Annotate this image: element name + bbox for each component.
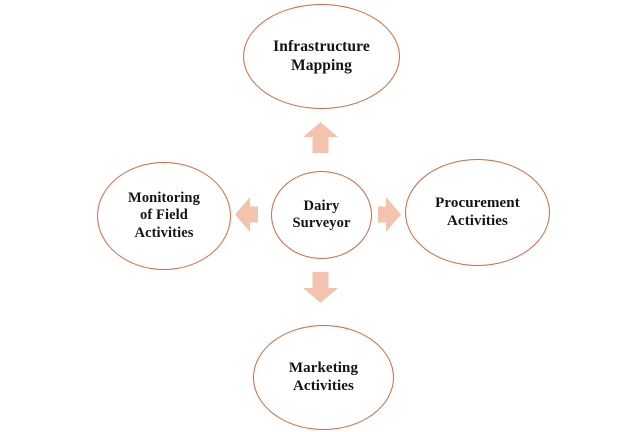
node-monitoring-of-field-activities-label: Monitoring of Field Activities [128, 190, 200, 241]
node-procurement-activities[interactable]: Procurement Activities [405, 159, 550, 266]
node-dairy-surveyor[interactable]: Dairy Surveyor [271, 171, 372, 259]
node-dairy-surveyor-label: Dairy Surveyor [292, 197, 351, 231]
node-infrastructure-mapping[interactable]: Infrastructure Mapping [243, 4, 400, 109]
arrow-left-icon [235, 197, 258, 232]
arrow-down-icon [303, 272, 338, 303]
node-marketing-activities[interactable]: Marketing Activities [253, 325, 394, 430]
arrow-right-icon [378, 197, 401, 232]
arrow-up-icon [303, 122, 338, 153]
node-procurement-activities-label: Procurement Activities [435, 194, 520, 229]
node-marketing-activities-label: Marketing Activities [288, 359, 359, 394]
node-monitoring-of-field-activities[interactable]: Monitoring of Field Activities [97, 162, 231, 270]
node-infrastructure-mapping-label: Infrastructure Mapping [273, 38, 370, 74]
